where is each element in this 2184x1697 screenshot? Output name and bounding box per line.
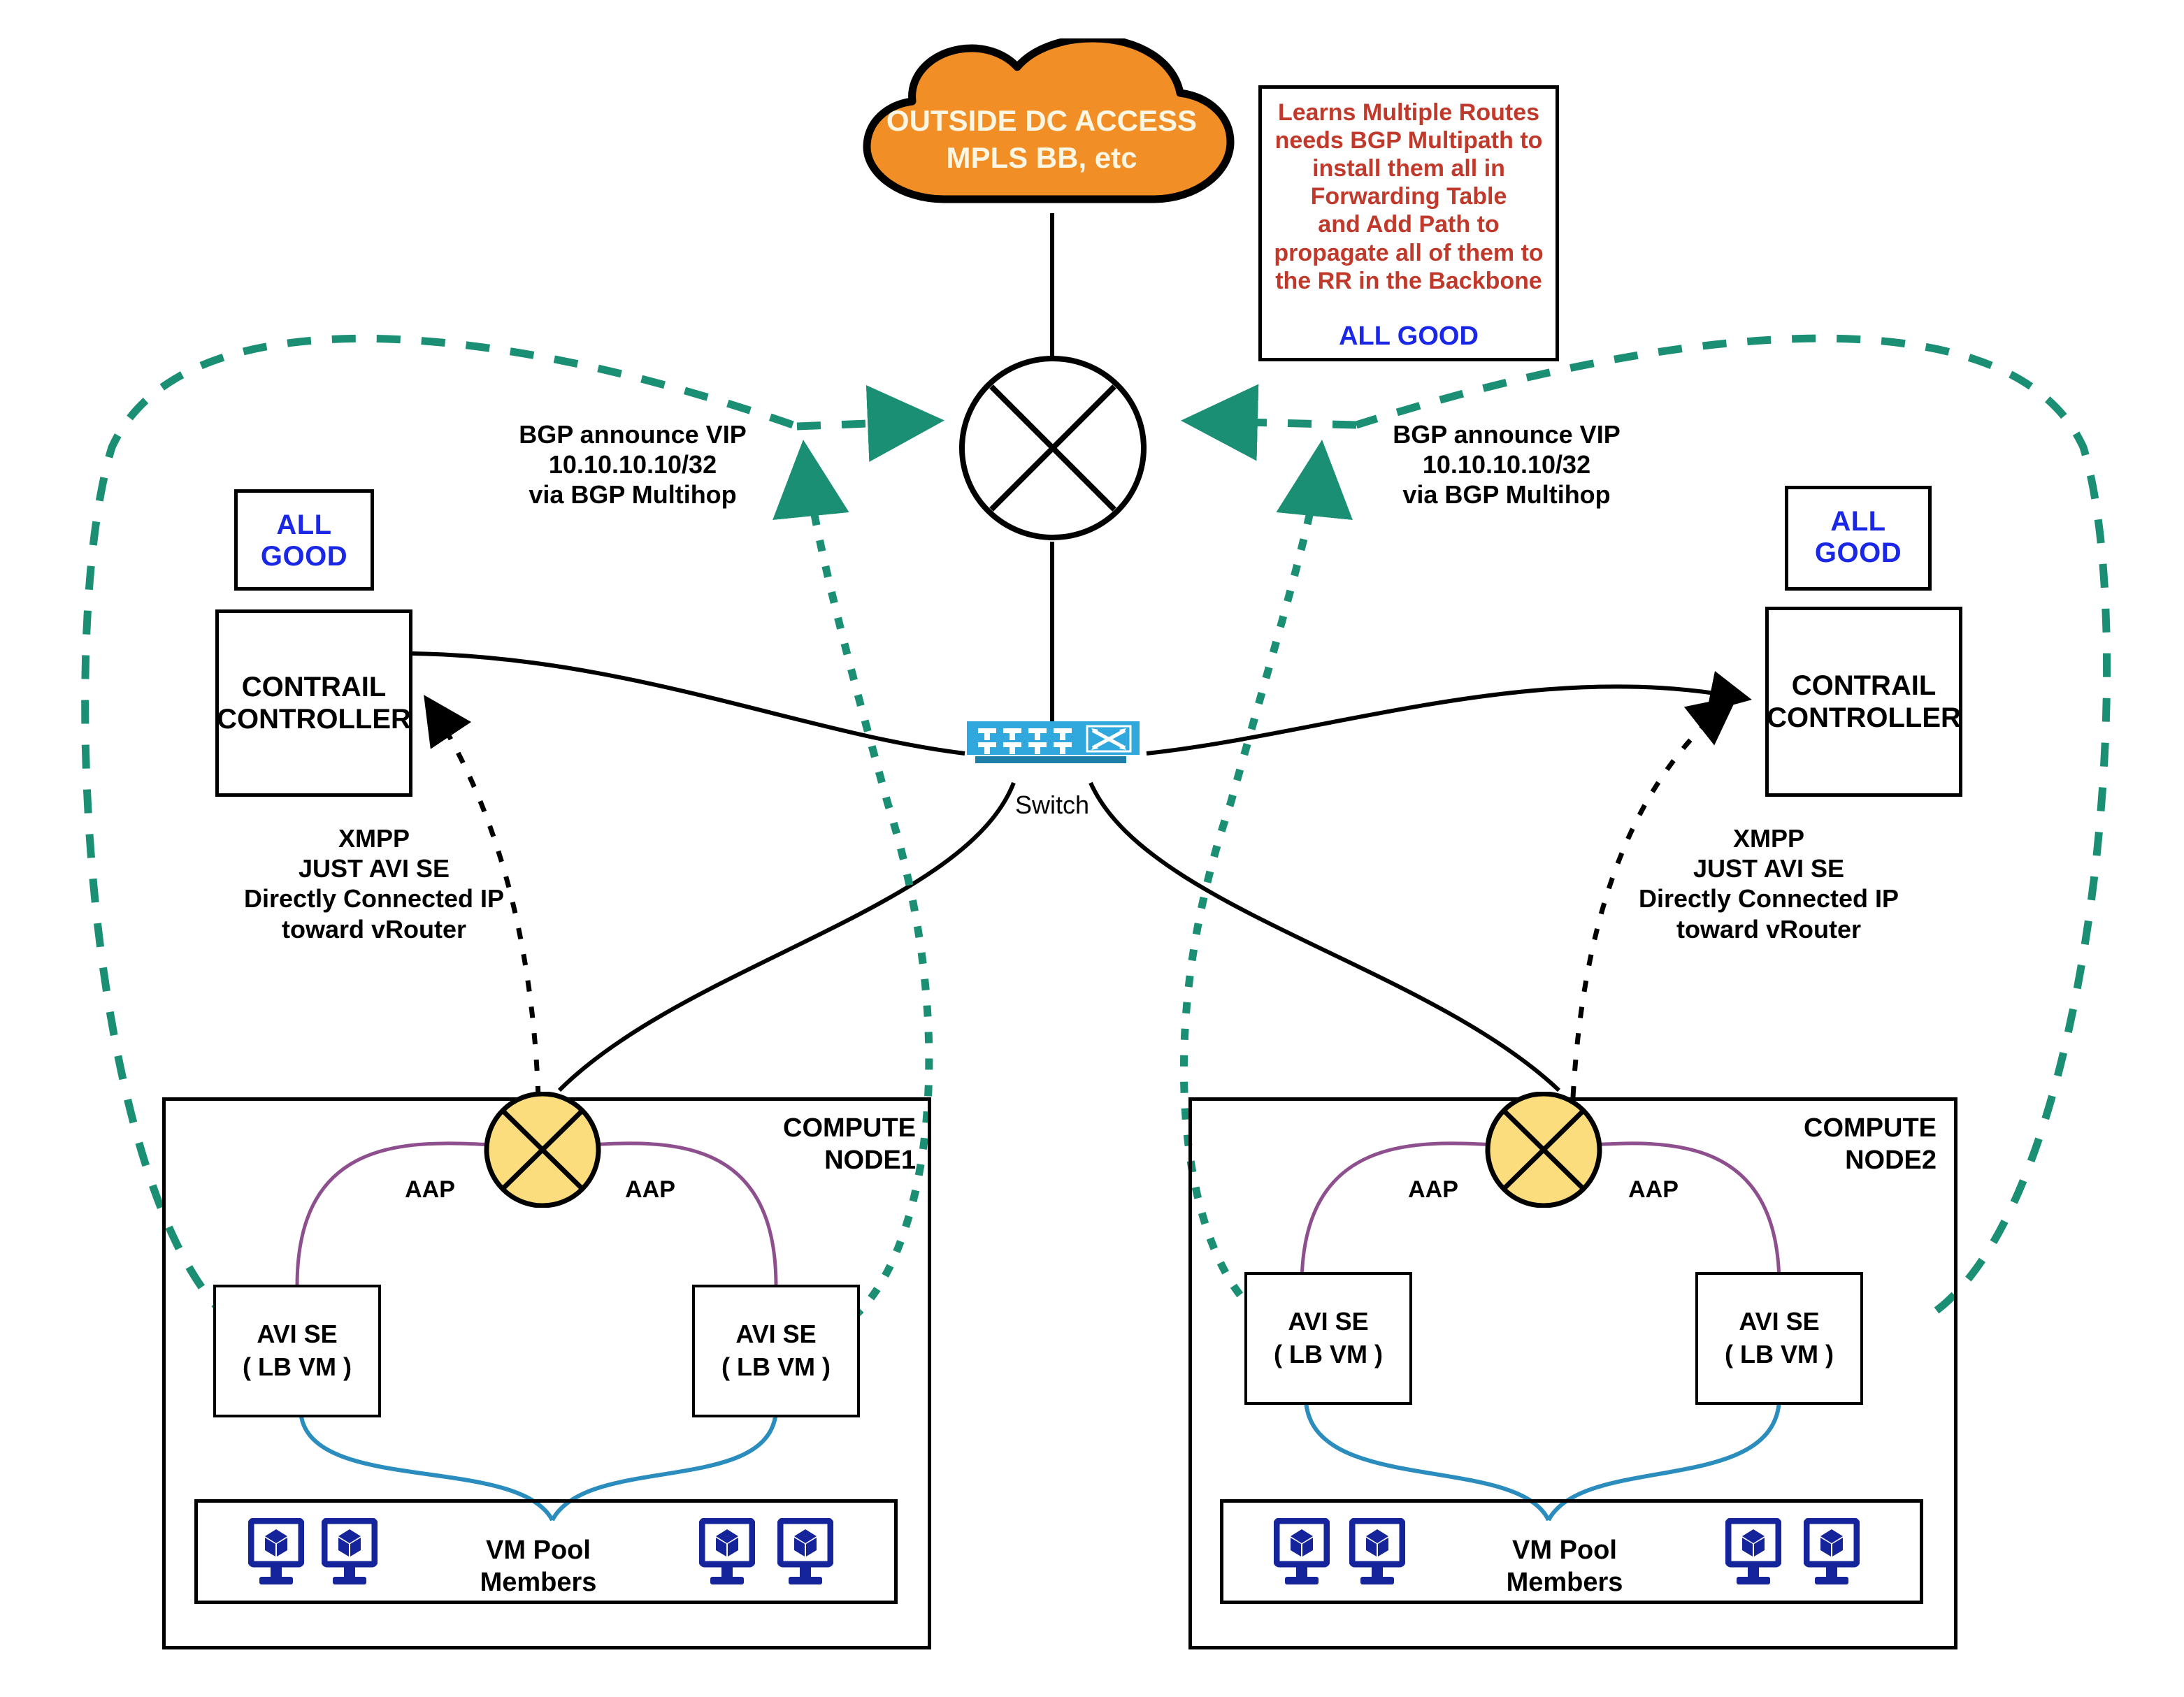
status-badge-right: ALL GOOD [1814,506,1902,568]
router-x-circle-icon [959,356,1147,540]
avi-se-node2-left-line2: ( LB VM ) [1274,1340,1383,1369]
network-switch[interactable] [967,721,1140,763]
xmpp-label-left: XMPP JUST AVI SE Directly Connected IP t… [243,824,505,944]
outside-dc-access-cloud[interactable]: OUTSIDE DC ACCESS MPLS BB, etc [839,34,1244,224]
avi-se-node1-right-line1: AVI SE [735,1320,817,1349]
bgp-multipath-note-status: ALL GOOD [1339,321,1479,351]
avi-se-node1-left-line1: AVI SE [257,1320,338,1349]
avi-se-node2-left-line1: AVI SE [1288,1307,1369,1336]
aap-label-node2-right: AAP [1628,1176,1679,1203]
vm-pool-member-node1-1[interactable] [247,1517,305,1588]
virtual-machine-monitor-icon [247,1517,305,1584]
vm-pool-member-node2-4[interactable] [1803,1517,1860,1588]
bgp-announce-label-right: BGP announce VIP 10.10.10.10/32 via BGP … [1393,420,1621,510]
bgp-multipath-note-box: Learns Multiple Routes needs BGP Multipa… [1258,85,1559,361]
link-switch-to-left-controller [412,651,965,756]
virtual-machine-monitor-icon [1273,1517,1330,1584]
avi-se-node1-left[interactable]: AVI SE ( LB VM ) [213,1285,381,1417]
link-switch-to-node1-vrouter [557,781,1016,1092]
virtual-machine-monitor-icon [777,1517,834,1584]
avi-se-node1-right[interactable]: AVI SE ( LB VM ) [692,1285,860,1417]
bgp-multipath-note-text: Learns Multiple Routes needs BGP Multipa… [1274,99,1544,294]
status-box-right: ALL GOOD [1785,486,1932,591]
vrouter-x-oval-icon [1485,1091,1602,1208]
vm-pool-label-node2: VM Pool Members [1506,1536,1623,1597]
status-box-left: ALL GOOD [234,489,374,591]
contrail-controller-left[interactable]: CONTRAIL CONTROLLER [215,609,412,797]
virtual-machine-monitor-icon [321,1517,378,1584]
compute-node-2 [1188,1097,1957,1649]
avi-se-node1-right-line2: ( LB VM ) [721,1352,831,1381]
switch-label: Switch [1014,790,1090,819]
vm-pool-member-node2-3[interactable] [1725,1517,1782,1588]
avi-se-node1-left-line2: ( LB VM ) [243,1352,352,1381]
bgp-session-node1-se-left-arrow-to-router [796,385,944,462]
compute-node-1-title: COMPUTE NODE1 [783,1113,916,1175]
virtual-machine-monitor-icon [698,1517,756,1584]
top-router-icon[interactable] [958,353,1148,543]
avi-se-node2-left[interactable]: AVI SE ( LB VM ) [1244,1272,1412,1405]
aap-label-node2-left: AAP [1408,1176,1458,1203]
link-switch-to-node2-vrouter [1089,781,1561,1092]
virtual-machine-monitor-icon [1803,1517,1860,1584]
vm-pool-member-node2-1[interactable] [1273,1517,1330,1588]
compute-node-2-title: COMPUTE NODE2 [1804,1113,1937,1175]
contrail-controller-right[interactable]: CONTRAIL CONTROLLER [1765,607,1962,797]
aap-label-node1-right: AAP [625,1176,675,1203]
vrouter-x-oval-icon [484,1091,601,1208]
contrail-controller-left-label: CONTRAIL CONTROLLER [217,672,411,735]
virtual-machine-monitor-icon [1725,1517,1782,1584]
vm-pool-box-node2 [1220,1499,1923,1604]
vm-pool-label-node1: VM Pool Members [480,1536,597,1597]
vm-pool-member-node1-3[interactable] [698,1517,756,1588]
vm-pool-box-node1 [194,1499,898,1604]
bgp-session-node2-se-right-arrow-to-router [1181,384,1357,461]
contrail-controller-right-label: CONTRAIL CONTROLLER [1767,670,1961,733]
virtual-machine-monitor-icon [1349,1517,1406,1584]
xmpp-label-right: XMPP JUST AVI SE Directly Connected IP t… [1638,824,1899,944]
vrouter-node-2[interactable] [1483,1091,1604,1208]
vrouter-node-1[interactable] [482,1091,603,1208]
cloud-icon [863,34,1235,203]
network-switch-icon [967,721,1140,763]
status-badge-left: ALL GOOD [260,510,348,572]
vm-pool-member-node1-4[interactable] [777,1517,834,1588]
avi-se-node2-right[interactable]: AVI SE ( LB VM ) [1695,1272,1863,1405]
vm-pool-member-node2-2[interactable] [1349,1517,1406,1588]
vm-pool-member-node1-2[interactable] [321,1517,378,1588]
bgp-announce-label-left: BGP announce VIP 10.10.10.10/32 via BGP … [519,420,747,510]
link-switch-to-right-controller [1146,671,1752,756]
avi-se-node2-right-line2: ( LB VM ) [1725,1340,1834,1369]
aap-label-node1-left: AAP [405,1176,455,1203]
avi-se-node2-right-line1: AVI SE [1739,1307,1820,1336]
